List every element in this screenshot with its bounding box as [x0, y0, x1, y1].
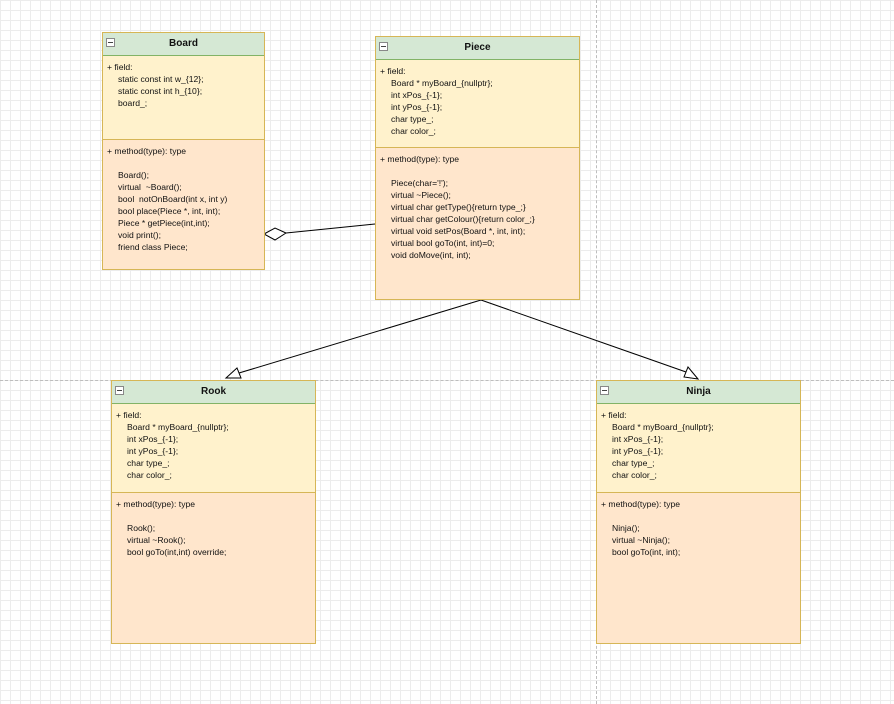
collapse-icon[interactable] — [379, 42, 388, 51]
page-break-vertical — [596, 0, 597, 704]
field-line: char color_; — [391, 126, 436, 136]
field-line: int xPos_{-1}; — [391, 90, 443, 100]
class-piece-fields[interactable]: + field: Board * myBoard_{nullptr}; int … — [376, 60, 579, 148]
method-line: Piece(char='!'); — [391, 178, 449, 188]
method-line: virtual void setPos(Board *, int, int); — [391, 226, 526, 236]
aggregation-diamond — [262, 227, 288, 241]
class-board-header[interactable]: Board — [103, 33, 264, 56]
class-board-fields[interactable]: + field: static const int w_{12}; static… — [103, 56, 264, 140]
class-ninja-header[interactable]: Ninja — [597, 381, 800, 404]
class-piece-methods[interactable]: + method(type): type Piece(char='!'); vi… — [376, 148, 579, 266]
field-line: static const int w_{12}; — [118, 74, 204, 84]
method-line: virtual ~Ninja(); — [612, 535, 671, 545]
method-line: virtual ~Rook(); — [127, 535, 186, 545]
field-line: char type_; — [127, 458, 170, 468]
method-line: void doMove(int, int); — [391, 250, 471, 260]
class-ninja-fields[interactable]: + field: Board * myBoard_{nullptr}; int … — [597, 404, 800, 493]
field-line: Board * myBoard_{nullptr}; — [391, 78, 493, 88]
inheritance-arrow-ninja — [683, 366, 700, 380]
method-line: virtual char getType(){return type_;} — [391, 202, 526, 212]
method-line: bool goTo(int,int) override; — [127, 547, 227, 557]
field-line: char type_; — [612, 458, 655, 468]
field-line: int yPos_{-1}; — [612, 446, 664, 456]
class-board-methods[interactable]: + method(type): type Board(); virtual ~B… — [103, 140, 264, 258]
field-line: int yPos_{-1}; — [391, 102, 443, 112]
field-heading: + field: — [380, 66, 406, 76]
inheritance-line-ninja[interactable] — [480, 299, 687, 373]
field-line: int xPos_{-1}; — [612, 434, 664, 444]
method-line: virtual char getColour(){return color_;} — [391, 214, 535, 224]
field-heading: + field: — [107, 62, 133, 72]
field-line: int xPos_{-1}; — [127, 434, 179, 444]
field-line: static const int h_{10}; — [118, 86, 203, 96]
class-piece-name: Piece — [464, 42, 491, 53]
field-line: board_; — [118, 98, 148, 108]
class-rook-methods[interactable]: + method(type): type Rook(); virtual ~Ro… — [112, 493, 315, 563]
method-line: void print(); — [118, 230, 161, 240]
field-line: char type_; — [391, 114, 434, 124]
collapse-icon[interactable] — [115, 386, 124, 395]
class-rook-header[interactable]: Rook — [112, 381, 315, 404]
field-line: char color_; — [127, 470, 172, 480]
method-line: virtual ~Board(); — [118, 182, 182, 192]
collapse-icon[interactable] — [106, 38, 115, 47]
method-line: virtual ~Piece(); — [391, 190, 451, 200]
field-heading: + field: — [601, 410, 627, 420]
method-line: bool notOnBoard(int x, int y) — [118, 194, 228, 204]
class-board[interactable]: Board + field: static const int w_{12}; … — [102, 32, 265, 270]
field-line: char color_; — [612, 470, 657, 480]
method-heading: + method(type): type — [107, 146, 187, 156]
method-heading: + method(type): type — [601, 499, 681, 509]
class-ninja[interactable]: Ninja + field: Board * myBoard_{nullptr}… — [596, 380, 801, 644]
method-line: Rook(); — [127, 523, 156, 533]
class-piece[interactable]: Piece + field: Board * myBoard_{nullptr}… — [375, 36, 580, 300]
method-line: Piece * getPiece(int,int); — [118, 218, 210, 228]
field-heading: + field: — [116, 410, 142, 420]
inheritance-line-rook[interactable] — [238, 299, 482, 374]
class-rook-name: Rook — [201, 386, 226, 397]
page-break-horizontal — [0, 380, 894, 381]
method-heading: + method(type): type — [380, 154, 460, 164]
method-heading: + method(type): type — [116, 499, 196, 509]
field-line: Board * myBoard_{nullptr}; — [612, 422, 714, 432]
class-piece-header[interactable]: Piece — [376, 37, 579, 60]
class-ninja-name: Ninja — [686, 386, 711, 397]
method-line: bool place(Piece *, int, int); — [118, 206, 221, 216]
method-line: bool goTo(int, int); — [612, 547, 681, 557]
method-line: friend class Piece; — [118, 242, 188, 252]
class-ninja-methods[interactable]: + method(type): type Ninja(); virtual ~N… — [597, 493, 800, 563]
collapse-icon[interactable] — [600, 386, 609, 395]
class-board-name: Board — [169, 38, 198, 49]
field-line: Board * myBoard_{nullptr}; — [127, 422, 229, 432]
method-line: Board(); — [118, 170, 150, 180]
aggregation-line[interactable] — [285, 223, 376, 234]
method-line: Ninja(); — [612, 523, 640, 533]
method-line: virtual bool goTo(int, int)=0; — [391, 238, 495, 248]
class-rook[interactable]: Rook + field: Board * myBoard_{nullptr};… — [111, 380, 316, 644]
inheritance-arrow-rook — [224, 367, 242, 379]
class-rook-fields[interactable]: + field: Board * myBoard_{nullptr}; int … — [112, 404, 315, 493]
field-line: int yPos_{-1}; — [127, 446, 179, 456]
